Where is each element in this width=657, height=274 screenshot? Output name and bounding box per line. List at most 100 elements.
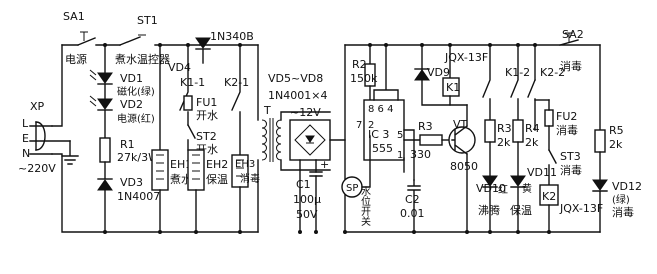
sa2-label: SA2 — [562, 28, 584, 41]
vd2-label: VD2 — [120, 98, 143, 111]
r1-value: 27k/3W — [117, 151, 159, 164]
indicator-column: VD1 磁化(绿) VD2 电源(红) R1 27k/3W VD3 1N4007 — [89, 44, 160, 233]
vt-transistor: VT 8050 — [448, 104, 478, 233]
fu2-label: FU2 — [556, 110, 577, 123]
c1-label: C1 — [296, 178, 311, 191]
led-vd11: VD11 黄 保温 — [510, 166, 557, 233]
r3-label: R3 — [418, 120, 433, 133]
mains-label: ~220V — [18, 162, 56, 175]
xp-plug: XP L E N ~220V — [18, 100, 79, 175]
ic-pin5: 5 — [397, 130, 403, 141]
led-vd10: VD10 红 沸腾 — [476, 175, 508, 233]
l-label: L — [22, 117, 29, 130]
c1-plus: + — [320, 158, 329, 171]
ic-pins-top: 8 6 4 — [368, 104, 393, 115]
st1-label: ST1 — [137, 14, 158, 27]
r3b-label: R3 — [497, 122, 512, 135]
indicator-contacts: K1-2 K2-2 — [482, 44, 565, 131]
vd10-label: VD10 — [476, 182, 506, 195]
r2-label: R2 — [352, 58, 367, 71]
ic-pin7: 7 — [356, 120, 362, 131]
k2-1-label: K2-1 — [224, 76, 249, 89]
k2-label: K2 — [542, 190, 556, 203]
r2-value: 150k — [350, 72, 378, 85]
vd1-label: VD1 — [120, 72, 143, 85]
vd3-label: VD3 — [120, 176, 143, 189]
sa1-switch: SA1 电源 — [63, 10, 96, 66]
bridge-type: 1N4001×4 — [268, 89, 327, 102]
controller-label: 煮水温控器 — [115, 52, 170, 66]
c1-volt: 50V — [296, 208, 318, 221]
vd4-type: 1N340B — [210, 30, 254, 43]
k1-label: K1 — [446, 81, 460, 94]
relay-top-label: JQX-13F — [444, 51, 488, 64]
r5-label: R5 — [609, 124, 624, 137]
eh3-label: EH3 — [235, 159, 255, 170]
sa2-switch: SA2 消毒 — [559, 28, 601, 131]
led-vd12: VD12 (绿) 消毒 — [592, 179, 642, 233]
vd11-label: VD11 — [527, 166, 557, 179]
c2-value: 0.01 — [400, 207, 425, 220]
ic-555: 8 6 4 7 IC 3 555 2 5 1 — [356, 44, 415, 181]
vd12-desc: 消毒 — [612, 205, 634, 219]
st2-label: ST2 — [196, 130, 217, 143]
n-label: N — [22, 147, 30, 160]
vd12-color: (绿) — [612, 193, 630, 206]
ic-pin2: 2 — [368, 120, 374, 131]
k2-2-label: K2-2 — [540, 66, 565, 79]
eh2-label: EH2 — [206, 158, 228, 171]
vd10-color: 红 — [498, 183, 508, 196]
power-supply: T VD5~VD8 1N4001×4 ~12V + C1 100μ 50V — [257, 44, 346, 233]
ic-pin1: 1 — [397, 150, 403, 161]
vd11-color: 黄 — [522, 182, 532, 195]
st3-label: ST3 — [560, 150, 581, 163]
eh2-desc: 保温 — [206, 172, 228, 186]
sterilize-branch: FU2 消毒 ST3 消毒 K2 JQX-13F — [534, 99, 603, 233]
ic-name: 555 — [372, 142, 393, 155]
sa2-desc: 消毒 — [560, 59, 582, 73]
vd9-label: VD9 — [427, 66, 450, 79]
fu2-desc: 消毒 — [556, 123, 578, 137]
vd12-label: VD12 — [612, 180, 642, 193]
vd11-desc: 保温 — [510, 203, 532, 217]
eh1-desc: 煮水 — [170, 173, 192, 186]
eh3-desc: 消毒 — [240, 172, 260, 185]
power-label: 电源 — [65, 52, 87, 66]
t-label: T — [263, 104, 271, 117]
vd2-desc: 电源(红) — [117, 112, 155, 125]
eh1-label: EH1 — [170, 158, 192, 171]
vd10-desc: 沸腾 — [478, 203, 500, 217]
r4-value: 2k — [525, 136, 539, 149]
vd3-type: 1N4007 — [117, 190, 160, 203]
fu1-label: FU1 — [196, 96, 217, 109]
k1-1-label: K1-1 — [180, 76, 205, 89]
st1-thermostat: ST1 煮水温控器 — [115, 14, 170, 66]
r5-value: 2k — [609, 138, 623, 151]
ic-label: IC 3 — [368, 128, 389, 141]
relay-k1: VD9 JQX-13F K1 — [414, 44, 488, 106]
e-label: E — [22, 132, 29, 145]
xp-label: XP — [30, 100, 45, 113]
st3-desc: 消毒 — [560, 163, 582, 177]
c1-value: 100μ — [293, 193, 321, 206]
r4-label: R4 — [525, 122, 540, 135]
sp-label: SP — [346, 183, 358, 194]
water-level-switch: SP 水位开关 — [341, 135, 371, 227]
vt-label: VT — [453, 118, 468, 131]
r3-value: 330 — [410, 148, 431, 161]
relay-bottom-label: JQX-13F — [559, 202, 603, 215]
sp-desc: 水位开关 — [359, 186, 371, 227]
control-section: R2 150k 8 6 4 7 IC 3 555 2 5 1 SP 水位开关 C… — [103, 28, 642, 234]
mains-section: SA1 电源 ST1 煮水温控器 XP L E N ~220V — [18, 10, 260, 233]
bridge-label: VD5~VD8 — [268, 72, 323, 85]
fu1-desc: 开水 — [196, 109, 218, 122]
vd4-label: VD4 — [168, 61, 191, 74]
r3b-value: 2k — [497, 136, 511, 149]
vd1-desc: 磁化(绿) — [117, 85, 155, 98]
sa1-label: SA1 — [63, 10, 85, 23]
heater-branch: VD4 1N340B K1-1 K2-1 FU1 开水 ST2 开水 EH1 煮… — [151, 30, 260, 233]
c2-label: C2 — [405, 193, 420, 206]
r1-label: R1 — [120, 138, 135, 151]
vt-type: 8050 — [450, 160, 478, 173]
